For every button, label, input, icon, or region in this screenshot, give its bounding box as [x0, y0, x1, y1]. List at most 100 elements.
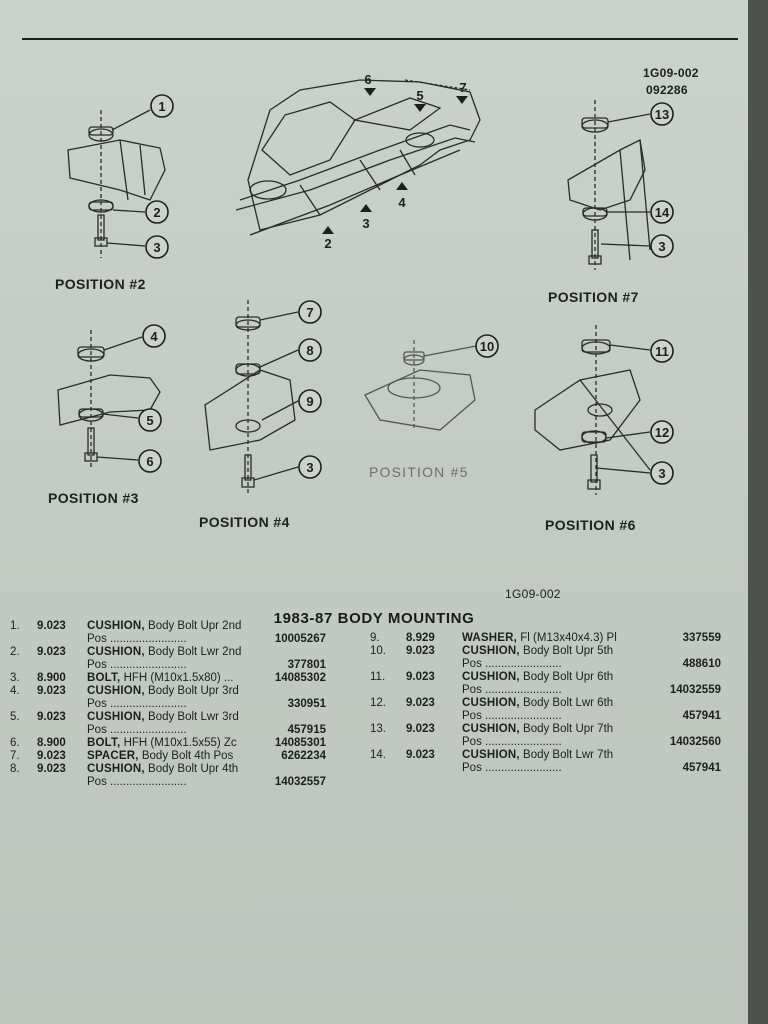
- item-number: 14.: [370, 749, 386, 761]
- figure-code: 1G09-002: [643, 66, 699, 80]
- frame-label-4: 4: [398, 195, 406, 210]
- group-number: 8.900: [37, 737, 66, 749]
- parts-list-row-continued: Pos ........................ 330951: [10, 698, 340, 711]
- caption-position-3: POSITION #3: [48, 490, 139, 506]
- part-description: CUSHION, Body Bolt Lwr 3rd: [87, 711, 239, 723]
- part-number: 377801: [287, 659, 326, 671]
- callout-1-label: 1: [158, 99, 165, 114]
- caption-position-5: POSITION #5: [369, 464, 469, 480]
- part-description: BOLT, HFH (M10x1.5x80) ...: [87, 672, 234, 684]
- item-number: 13.: [370, 723, 386, 735]
- part-name: CUSHION,: [462, 697, 520, 709]
- part-name: BOLT,: [87, 672, 121, 684]
- parts-list-row-continued: Pos ........................457941: [370, 762, 725, 775]
- position-5-assembly: [364, 340, 477, 431]
- group-number: 9.023: [406, 723, 435, 735]
- callout-3-pos7: [650, 234, 674, 258]
- callout-7: [298, 300, 322, 324]
- group-number: 8.929: [406, 632, 435, 644]
- item-number: 3.: [10, 672, 20, 684]
- part-description: CUSHION, Body Bolt Lwr 7th: [462, 749, 614, 761]
- frame-label-3: 3: [362, 216, 369, 231]
- callout-14-label: 14: [655, 205, 670, 220]
- callout-4-label: 4: [150, 329, 158, 344]
- callout-8: [298, 338, 322, 362]
- callout-6-label: 6: [146, 454, 153, 469]
- callout-12-label: 12: [655, 425, 669, 440]
- callout-4: [142, 324, 166, 348]
- part-description-continued: Pos ........................: [462, 736, 562, 748]
- part-description-continued: Pos ........................: [87, 776, 187, 788]
- part-description: BOLT, HFH (M10x1.5x55) Zc: [87, 737, 237, 749]
- callout-8-label: 8: [306, 343, 313, 358]
- part-description: WASHER, Fl (M13x40x4.3) Pl: [462, 632, 617, 644]
- callout-2: [145, 200, 169, 224]
- callout-9: [298, 389, 322, 413]
- parts-list-row-continued: Pos ........................488610: [370, 658, 725, 671]
- callout-2-label: 2: [153, 205, 160, 220]
- item-number: 11.: [370, 671, 386, 683]
- group-number: 9.023: [37, 763, 66, 775]
- part-description-continued: Pos ........................: [87, 659, 187, 671]
- frame-label-5: 5: [416, 88, 423, 103]
- frame-label-2: 2: [324, 236, 331, 251]
- callout-7-label: 7: [306, 305, 313, 320]
- parts-list-row-continued: Pos ........................ 377801: [10, 659, 340, 672]
- callout-3-pos2: [145, 235, 169, 259]
- callout-1: [150, 94, 174, 118]
- callout-13-label: 13: [655, 107, 669, 122]
- part-number: 457915: [287, 724, 326, 736]
- frame-label-6: 6: [364, 72, 371, 87]
- part-number: 330951: [287, 698, 326, 710]
- item-number: 10.: [370, 645, 386, 657]
- item-number: 4.: [10, 685, 20, 697]
- part-description-continued: Pos ........................: [87, 633, 187, 645]
- parts-list-row-continued: Pos ........................457941: [370, 710, 725, 723]
- callout-3-pos6: [650, 461, 674, 485]
- part-name: CUSHION,: [462, 671, 520, 683]
- arrow-7-icon: [456, 96, 468, 104]
- group-number: 9.023: [37, 711, 66, 723]
- part-name: SPACER,: [87, 750, 139, 762]
- parts-list-row-continued: Pos ........................14032559: [370, 684, 725, 697]
- group-number: 9.023: [406, 697, 435, 709]
- parts-list-title: 1983-87 BODY MOUNTING: [273, 610, 475, 627]
- group-number: 9.023: [37, 685, 66, 697]
- frame-label-7: 7: [459, 80, 466, 95]
- part-number: 488610: [682, 658, 721, 670]
- part-description: CUSHION, Body Bolt Upr 2nd: [87, 620, 242, 632]
- part-description: CUSHION, Body Bolt Upr 7th: [462, 723, 614, 735]
- parts-list-row: 13. 9.023 CUSHION, Body Bolt Upr 7th: [370, 723, 725, 736]
- part-description: CUSHION, Body Bolt Lwr 2nd: [87, 646, 242, 658]
- part-name: CUSHION,: [87, 685, 145, 697]
- group-number: 9.023: [37, 620, 66, 632]
- catalog-page: 1G09-002 092286: [0, 0, 748, 1024]
- callout-12: [650, 420, 674, 444]
- position-7-assembly: [567, 100, 651, 270]
- position-4-assembly: [204, 300, 299, 495]
- callout-10-label: 10: [480, 339, 494, 354]
- arrow-4-icon: [396, 182, 408, 190]
- callout-10: [475, 334, 499, 358]
- parts-list-row: 4. 9.023 CUSHION, Body Bolt Upr 3rd: [10, 685, 340, 698]
- group-number: 9.023: [37, 646, 66, 658]
- part-description-continued: Pos ........................: [87, 698, 187, 710]
- parts-list-row-continued: Pos ........................457915: [10, 724, 340, 737]
- item-number: 12.: [370, 697, 386, 709]
- callout-11: [650, 339, 674, 363]
- parts-list-row-continued: Pos ........................10005267: [10, 633, 340, 646]
- page-edge-shadow: [748, 0, 768, 1024]
- group-number: 9.023: [406, 645, 435, 657]
- date-code: 092286: [646, 83, 688, 97]
- part-description-continued: Pos ........................: [462, 710, 562, 722]
- part-description: SPACER, Body Bolt 4th Pos: [87, 750, 234, 762]
- part-name: CUSHION,: [462, 723, 520, 735]
- part-description: CUSHION, Body Bolt Upr 3rd: [87, 685, 239, 697]
